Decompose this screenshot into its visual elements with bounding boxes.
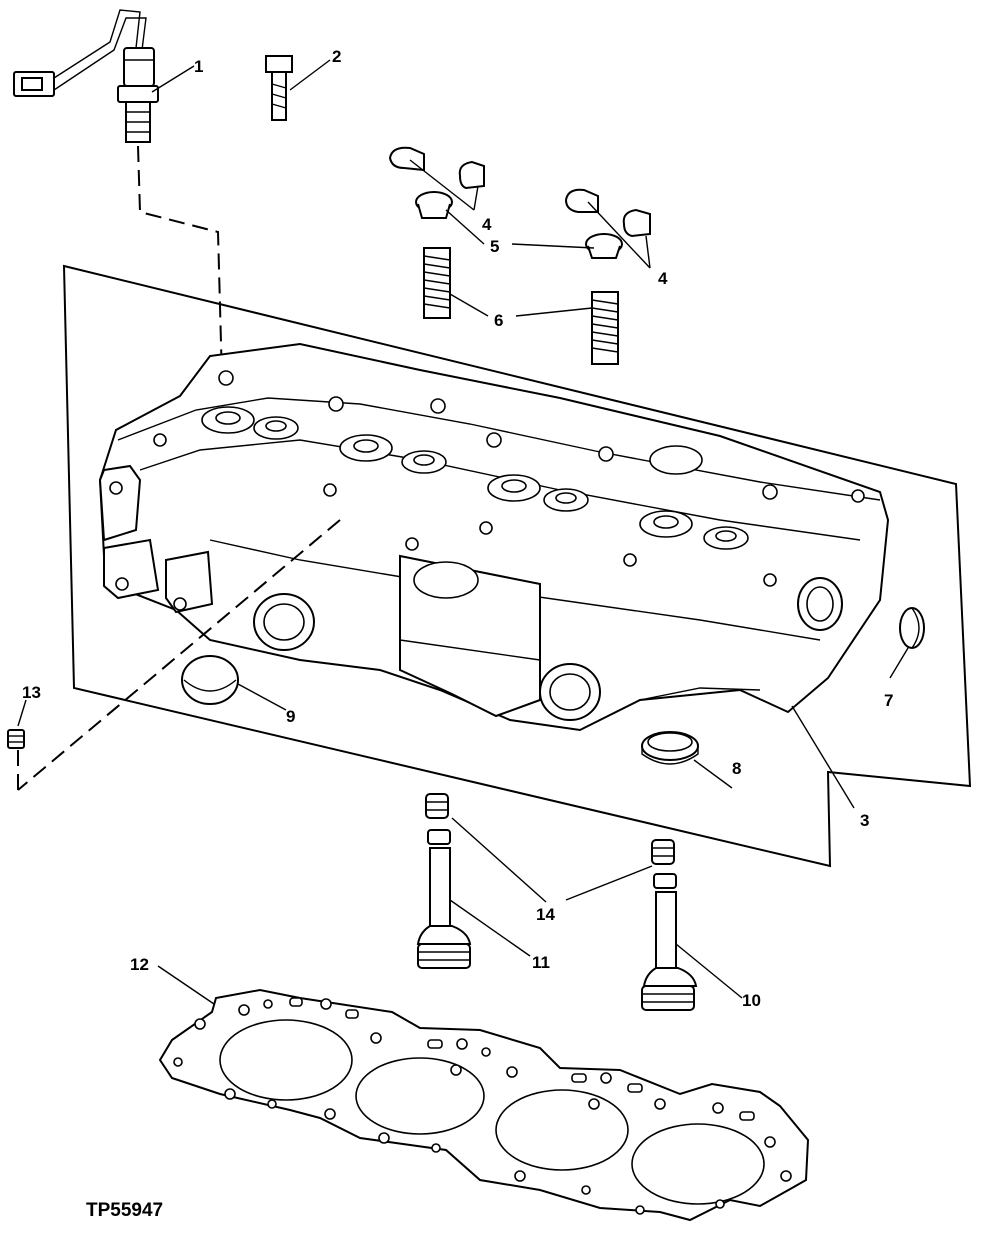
callout-12: 12 [130, 955, 149, 974]
leader-lines [17, 59, 909, 1005]
callout-14: 14 [536, 905, 555, 924]
spring-retainer-left [415, 191, 453, 219]
callout-5: 5 [490, 237, 499, 256]
temperature-sensor [13, 9, 159, 143]
figure-reference-code: TP55947 [86, 1200, 163, 1221]
callout-11: 11 [532, 953, 550, 972]
valve-stem-seal-right [651, 839, 675, 865]
valve-stem-seal-left [425, 793, 449, 819]
valve-keepers-right [564, 188, 651, 238]
expansion-plug-large [181, 655, 239, 705]
callout-6: 6 [494, 311, 503, 330]
callout-4-left: 4 [482, 215, 492, 234]
plug-install-path [17, 519, 341, 791]
spring-retainer-right [585, 233, 623, 259]
expansion-plug-small [899, 607, 925, 649]
callout-3: 3 [860, 811, 869, 830]
callout-10: 10 [742, 991, 761, 1010]
cap-screw [265, 55, 293, 121]
callout-1: 1 [194, 57, 203, 76]
callout-4-right: 4 [658, 269, 668, 288]
port-sleeve [641, 731, 699, 765]
valve-guide-right [641, 873, 698, 1011]
callout-8: 8 [732, 759, 741, 778]
callout-2: 2 [332, 47, 341, 66]
callout-7: 7 [884, 691, 893, 710]
head-gasket [158, 988, 810, 1222]
valve-spring-right [591, 291, 619, 365]
cylinder-head [98, 342, 890, 732]
valve-spring-left [423, 247, 451, 319]
callout-13: 13 [22, 683, 41, 702]
assembly-plane [62, 264, 972, 868]
set-screw [7, 729, 25, 749]
callout-9: 9 [286, 707, 295, 726]
sensor-install-path [137, 145, 223, 381]
valve-guide-left [416, 829, 472, 969]
